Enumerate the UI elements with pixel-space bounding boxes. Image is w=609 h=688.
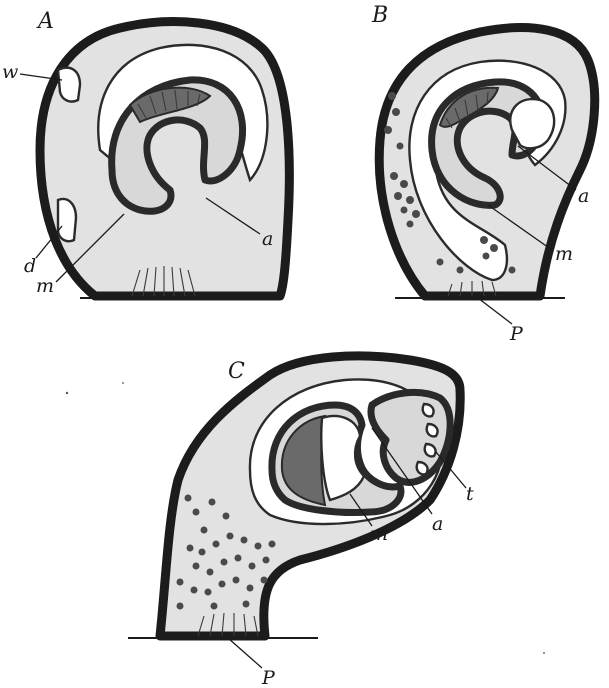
panel-b-label: B: [371, 3, 388, 28]
panel-c-label: C: [228, 359, 245, 384]
panel-a-pit-d: [58, 199, 76, 241]
panel-a-label: A: [36, 9, 54, 34]
panel-a-pit-w: [58, 68, 80, 102]
panel-a: A w d m a: [2, 9, 289, 298]
panel-a-label-w: w: [2, 61, 18, 83]
panel-a-label-a: a: [262, 228, 273, 250]
panel-c-leader-p: [228, 638, 262, 668]
panel-a-label-m: m: [36, 275, 54, 297]
panel-c-label-a: a: [432, 513, 443, 535]
panel-b-label-p: P: [509, 323, 524, 345]
panel-c-label-t: t: [466, 483, 474, 505]
panel-b-leader-p: [478, 298, 512, 324]
panel-b: B a m P: [371, 3, 595, 345]
panel-b-label-m: m: [555, 243, 573, 265]
panel-a-label-d: d: [24, 255, 36, 277]
panel-b-label-a: a: [578, 185, 589, 207]
panel-c-label-m: m: [370, 523, 388, 545]
panel-b-lens-vesicle: [510, 99, 554, 148]
panel-c-label-p: P: [261, 667, 276, 688]
panel-c: C m a t P: [128, 356, 474, 688]
